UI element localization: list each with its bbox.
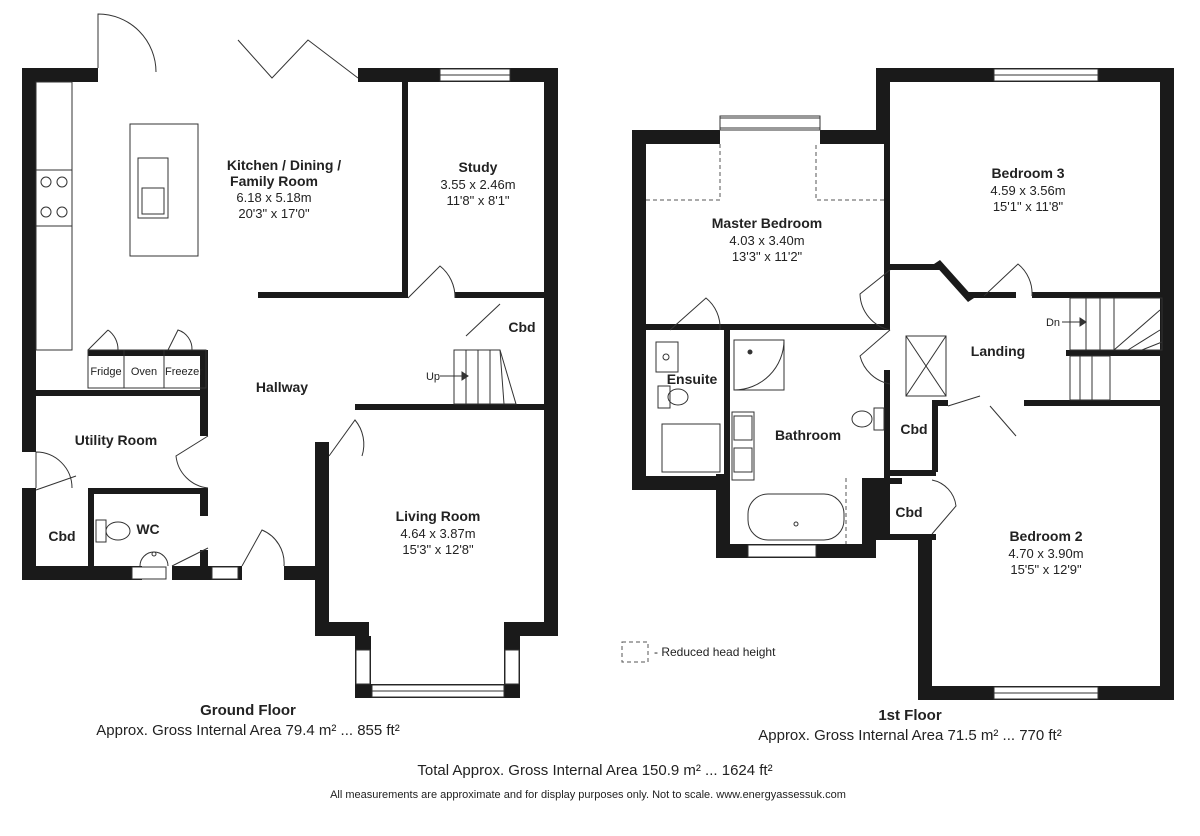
kitchen-units — [35, 81, 207, 389]
bedroom2-metric: 4.70 x 3.90m — [1008, 546, 1083, 561]
reduced-head-height-areas — [621, 144, 884, 663]
wc-name: WC — [136, 521, 159, 537]
ground-floor-title: Ground Floor — [200, 702, 296, 719]
fridge-label: Fridge — [90, 366, 121, 378]
kitchen-name-line2: Family Room — [230, 173, 318, 189]
study-imperial: 11'8" x 8'1" — [446, 193, 509, 208]
ground-floor-area: Approx. Gross Internal Area 79.4 m² ... … — [96, 722, 399, 739]
first-floor-walls — [632, 68, 1174, 700]
kitchen-name-line1: Kitchen / Dining / — [227, 157, 341, 173]
bed2-cbd-name: Cbd — [895, 504, 922, 520]
first-floor-area: Approx. Gross Internal Area 71.5 m² ... … — [758, 727, 1061, 744]
legend-reduced-head-height: - Reduced head height — [654, 645, 776, 659]
ground-stairs — [440, 349, 517, 405]
total-area: Total Approx. Gross Internal Area 150.9 … — [417, 762, 772, 779]
utility-name: Utility Room — [75, 432, 157, 448]
living-name: Living Room — [396, 508, 481, 524]
landing-cbd-name: Cbd — [900, 421, 927, 437]
bedroom3-metric: 4.59 x 3.56m — [990, 183, 1065, 198]
disclaimer: All measurements are approximate and for… — [330, 789, 846, 801]
bedroom2-name: Bedroom 2 — [1009, 528, 1082, 544]
utility-cbd-name: Cbd — [48, 528, 75, 544]
master-name: Master Bedroom — [712, 215, 822, 231]
ground-stairs-label: Up — [426, 371, 440, 383]
loft-hatch — [905, 335, 947, 397]
study-metric: 3.55 x 2.46m — [440, 177, 515, 192]
master-imperial: 13'3" x 11'2" — [732, 249, 803, 264]
bedroom3-imperial: 15'1" x 11'8" — [993, 199, 1064, 214]
first-floor-stairs — [1062, 297, 1163, 401]
bedroom2-imperial: 15'5" x 12'9" — [1010, 562, 1082, 577]
ground-floor-doors — [35, 13, 501, 567]
living-metric: 4.64 x 3.87m — [400, 526, 475, 541]
kitchen-imperial: 20'3" x 17'0" — [238, 206, 310, 221]
ground-floor-windows — [131, 68, 520, 698]
bathroom-name: Bathroom — [775, 427, 841, 443]
first-floor-title: 1st Floor — [878, 707, 942, 724]
first-floor-doors — [669, 263, 1033, 535]
bathroom-fixtures — [655, 339, 885, 541]
ground-floor-walls — [22, 68, 558, 698]
living-imperial: 15'3" x 12'8" — [402, 542, 474, 557]
bedroom3-name: Bedroom 3 — [991, 165, 1064, 181]
first-floor-windows — [719, 68, 1099, 700]
freezer-label: Freezer — [165, 366, 203, 378]
hall-cbd-name: Cbd — [508, 319, 535, 335]
ensuite-name: Ensuite — [667, 371, 718, 387]
first-stairs-label: Dn — [1046, 317, 1060, 329]
study-name: Study — [459, 159, 498, 175]
oven-label: Oven — [131, 366, 157, 378]
landing-name: Landing — [971, 343, 1025, 359]
wc-fixtures — [95, 519, 169, 567]
hallway-name: Hallway — [256, 379, 308, 395]
kitchen-metric: 6.18 x 5.18m — [236, 190, 311, 205]
master-metric: 4.03 x 3.40m — [729, 233, 804, 248]
